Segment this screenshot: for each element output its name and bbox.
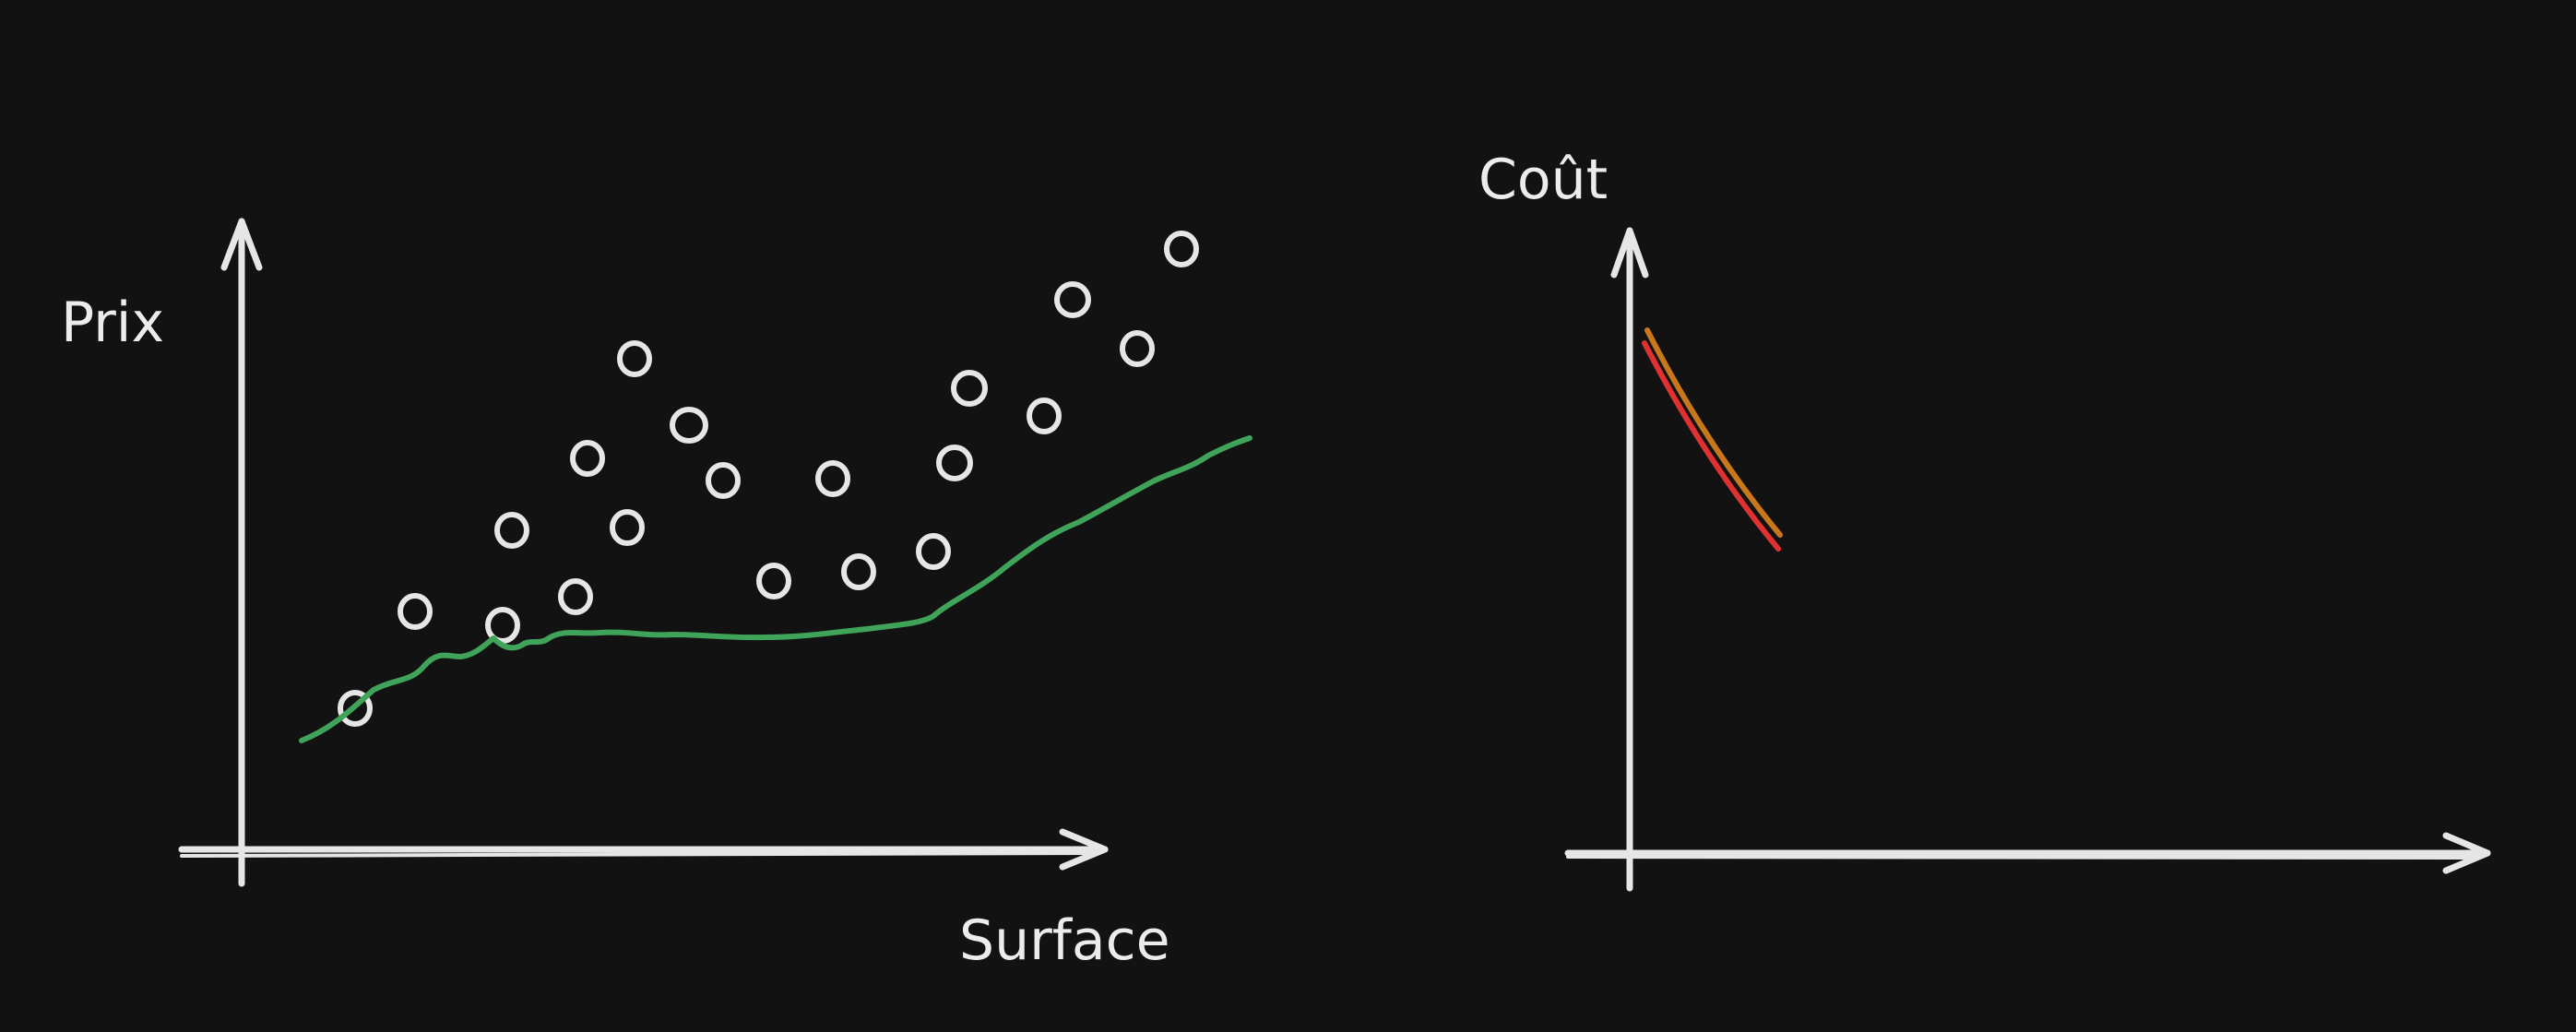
data-point bbox=[1054, 281, 1091, 318]
data-point bbox=[570, 440, 605, 477]
cost-curve-orange bbox=[1644, 327, 1783, 538]
left-x-axis-arrowhead bbox=[1059, 828, 1109, 871]
data-point bbox=[610, 509, 645, 546]
data-point bbox=[815, 460, 850, 497]
data-point bbox=[1027, 397, 1062, 434]
fit-curve bbox=[299, 435, 1252, 743]
data-point bbox=[558, 578, 593, 615]
right-x-axis-stroke2 bbox=[1566, 855, 2481, 860]
data-point bbox=[485, 607, 520, 644]
data-point bbox=[706, 462, 741, 499]
left-x-label: Surface bbox=[959, 908, 1170, 973]
right-plot: Coût bbox=[1478, 148, 2491, 892]
data-point bbox=[670, 407, 708, 444]
left-y-label: Prix bbox=[61, 291, 164, 355]
data-point bbox=[936, 445, 973, 481]
data-point bbox=[338, 690, 373, 727]
right-x-axis-arrowhead bbox=[2442, 832, 2491, 874]
data-point bbox=[1120, 330, 1155, 367]
data-point bbox=[617, 340, 652, 377]
data-point bbox=[951, 370, 988, 407]
right-y-axis-arrowhead bbox=[1610, 227, 1649, 279]
left-x-axis-stroke2 bbox=[180, 851, 1099, 858]
data-point bbox=[756, 563, 791, 599]
left-plot: Prix Surface bbox=[61, 218, 1252, 973]
left-y-axis-arrowhead bbox=[220, 218, 263, 271]
data-point bbox=[398, 593, 433, 630]
data-point bbox=[1164, 231, 1199, 267]
cost-curve-red bbox=[1642, 340, 1781, 552]
data-point bbox=[494, 512, 529, 549]
right-y-label: Coût bbox=[1478, 148, 1608, 212]
scatter-points bbox=[338, 231, 1199, 727]
data-point bbox=[841, 553, 876, 590]
data-point bbox=[916, 533, 951, 570]
